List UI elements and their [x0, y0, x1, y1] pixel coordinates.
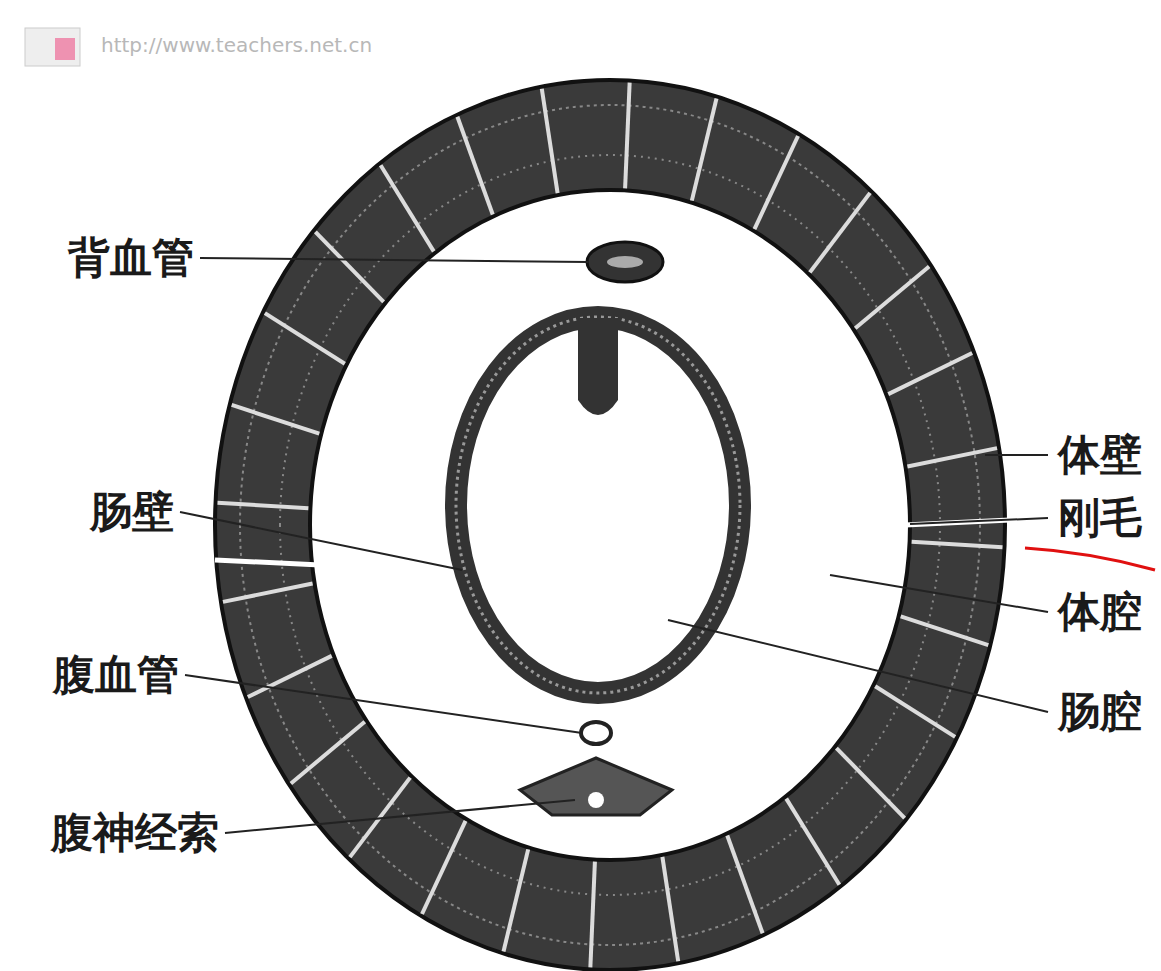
muscle-bands [217, 83, 1002, 968]
dorsal-vessel [587, 242, 663, 282]
muscle-band [912, 542, 1003, 547]
muscle-band [754, 136, 798, 229]
body-wall-texture [240, 105, 980, 945]
body-wall [215, 80, 1005, 970]
muscle-band [217, 503, 308, 508]
part-label: 体壁 [1058, 432, 1142, 478]
ventral-vessel [581, 722, 611, 744]
muscle-band [888, 353, 972, 394]
muscle-band [542, 89, 558, 193]
seta [440, 745, 470, 790]
muscle-band [381, 165, 434, 251]
typhlosole [578, 318, 618, 415]
ventral-nerve-cord [520, 758, 672, 815]
nerve-cord-core [588, 792, 604, 808]
muscle-band [457, 117, 492, 215]
part-label: 肠壁 [90, 489, 174, 535]
watermark-icon [25, 28, 80, 66]
part-label: 腹血管 [53, 652, 179, 698]
dorsal-vessel [607, 256, 643, 268]
seta [805, 695, 835, 735]
muscle-band [422, 821, 466, 914]
muscle-band [315, 232, 383, 302]
leader-line [910, 518, 1048, 524]
part-label: 肠腔 [1058, 689, 1142, 735]
muscle-band [875, 686, 955, 737]
leader-line [200, 258, 588, 262]
leader-line [180, 512, 462, 570]
muscle-band [662, 857, 678, 961]
leader-line [985, 454, 1048, 456]
muscle-band [810, 193, 870, 272]
muscle-band [504, 849, 529, 951]
muscle-band [786, 799, 839, 885]
red-mark [1025, 548, 1155, 570]
leader-line [185, 675, 582, 733]
muscle-band [223, 583, 313, 601]
gut-wall [456, 317, 740, 693]
seta [215, 560, 320, 565]
leader-lines [180, 258, 1048, 833]
muscle-band [590, 862, 595, 968]
part-label: 腹神经索 [51, 810, 219, 856]
body-wall-texture [280, 155, 940, 895]
leader-line [668, 620, 1048, 712]
watermark-icon [55, 38, 75, 60]
muscle-band [291, 722, 365, 784]
part-label: 刚毛 [1058, 495, 1142, 541]
muscle-band [692, 99, 717, 201]
muscle-band [727, 836, 762, 934]
leader-line [830, 575, 1048, 612]
part-label: 体腔 [1058, 589, 1142, 635]
muscle-band [901, 616, 989, 645]
muscle-band [625, 83, 630, 189]
muscle-band [907, 448, 997, 466]
muscle-band [836, 748, 904, 818]
leader-line [225, 800, 575, 833]
muscle-band [232, 405, 320, 434]
muscle-band [855, 266, 929, 328]
gut-wall-texture [456, 317, 740, 693]
watermark: http://www.teachers.net.cn [101, 34, 372, 56]
muscle-band [265, 313, 345, 364]
part-label: 背血管 [68, 235, 194, 281]
